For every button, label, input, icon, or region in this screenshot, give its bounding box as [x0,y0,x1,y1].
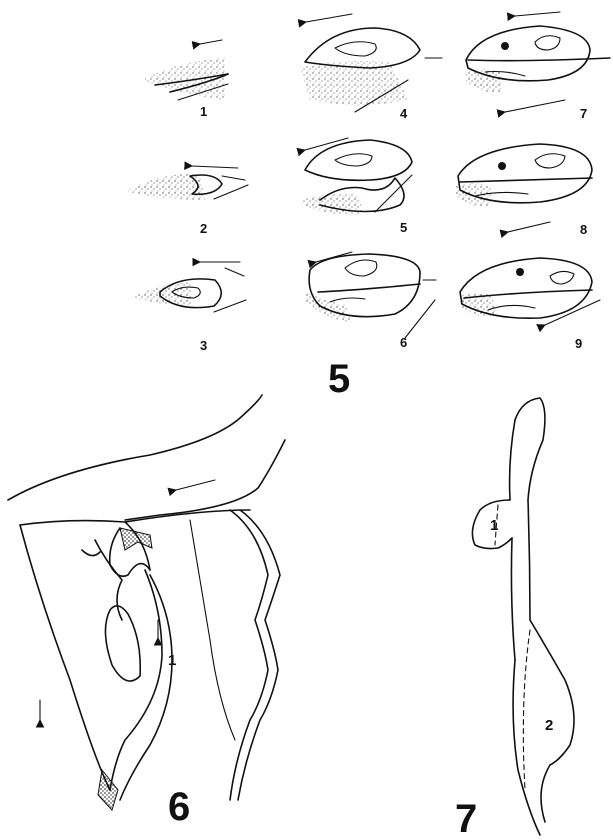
fig5-stage-3: 3 [135,262,246,353]
fig7-part-label: 2 [545,717,553,734]
fig5-stage-label: 8 [580,222,587,237]
fig5-stage-8: 8 [456,144,592,237]
fig5-stage-2: 2 [128,166,248,236]
fig5-stage-9: 9 [460,258,600,351]
figure-number: 7 [455,797,477,840]
figure-number: 5 [328,357,350,401]
figure-6: 1 6 [8,395,285,829]
fig5-stage-label: 4 [400,106,408,121]
fig5-stage-label: 7 [580,106,587,121]
fig7-part-label: 1 [490,517,498,534]
fig5-stage-label: 1 [200,104,207,119]
fig5-stage-5: 5 [302,138,412,235]
fig5-stage-6: 6 [305,252,436,350]
fig5-stage-label: 9 [575,336,582,351]
fig5-stage-label: 2 [200,221,207,236]
figure-number: 6 [168,785,190,829]
figure-5: 1 2 3 4 [128,12,610,401]
fig5-stage-label: 3 [200,338,207,353]
fig5-stage-4: 4 [300,14,442,121]
figure-7: 1 2 7 [455,398,574,840]
fig5-stage-1: 1 [145,40,228,119]
fig6-part-label: 1 [168,652,176,669]
fig5-stage-label: 6 [400,335,407,350]
fig5-stage-7: 7 [466,12,610,121]
fig5-stage-label: 5 [400,220,407,235]
